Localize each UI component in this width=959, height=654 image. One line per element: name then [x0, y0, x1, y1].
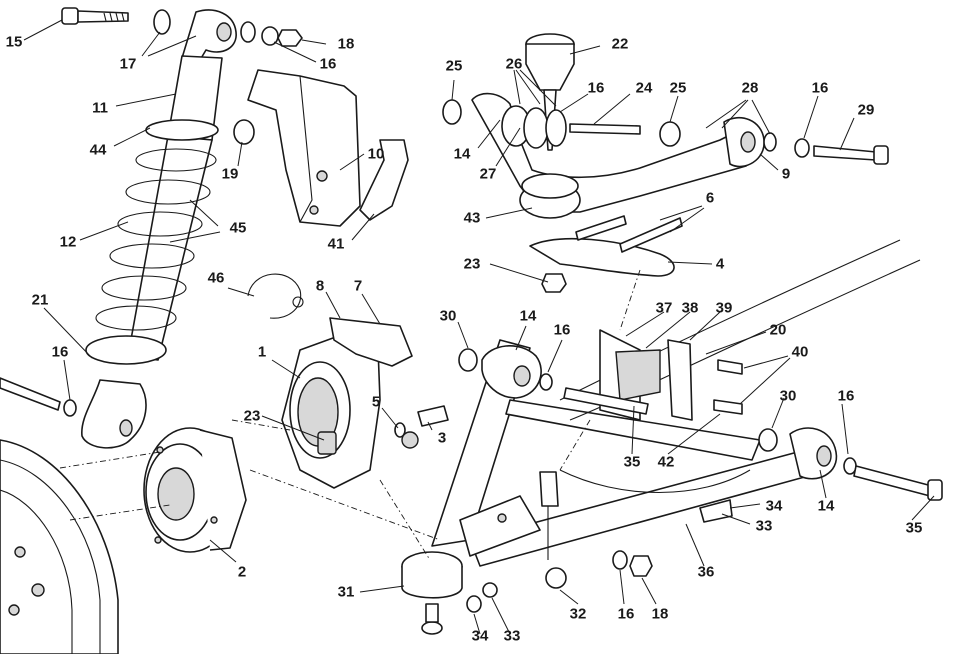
callout-14c: 14 [817, 497, 835, 515]
callout-32: 32 [569, 605, 587, 623]
callout-45: 45 [229, 219, 247, 237]
callout-41: 41 [327, 235, 345, 253]
callout-11: 11 [92, 99, 108, 117]
centre-lines [59, 269, 641, 561]
callout-25b: 25 [669, 79, 687, 97]
callout-6: 6 [705, 189, 715, 207]
callout-25: 25 [445, 57, 463, 75]
callout-19: 19 [221, 165, 239, 183]
shock-top-hardware [153, 9, 303, 47]
callout-15: 15 [5, 33, 23, 51]
callout-33b: 33 [503, 627, 521, 645]
drop-link [466, 471, 733, 613]
callout-9: 9 [781, 165, 791, 183]
callout-2: 2 [237, 563, 247, 581]
callout-40: 40 [791, 343, 809, 361]
callout-24: 24 [635, 79, 653, 97]
callout-22: 22 [611, 35, 629, 53]
callout-30b: 30 [779, 387, 797, 405]
callout-8: 8 [315, 277, 325, 295]
wheel-hub [143, 427, 247, 553]
callout-14b: 14 [519, 307, 537, 325]
callout-17: 17 [119, 55, 137, 73]
shock-bracket [233, 69, 409, 227]
bolt-15 [61, 7, 129, 25]
callout-12: 12 [59, 233, 77, 251]
callout-46: 46 [207, 269, 225, 287]
upper-wishbone [442, 33, 765, 219]
callout-16g: 16 [617, 605, 635, 623]
callout-16c: 16 [587, 79, 605, 97]
callout-16b: 16 [51, 343, 69, 361]
callout-26: 26 [505, 55, 523, 73]
callout-43: 43 [463, 209, 481, 227]
callout-21: 21 [31, 291, 49, 309]
anti-roll-bar [559, 239, 921, 493]
callout-20: 20 [769, 321, 787, 339]
callout-30: 30 [439, 307, 457, 325]
callout-35b: 35 [905, 519, 923, 537]
upright [281, 317, 449, 489]
callout-35: 35 [623, 453, 641, 471]
callout-44: 44 [89, 141, 107, 159]
callout-16e: 16 [553, 321, 571, 339]
callout-33: 33 [755, 517, 773, 535]
coil-spring [85, 119, 219, 365]
callout-27: 27 [479, 165, 497, 183]
callout-14: 14 [453, 145, 471, 163]
callout-29: 29 [857, 101, 875, 119]
bolt-29 [763, 132, 889, 165]
callout-16: 16 [319, 55, 337, 73]
shock-absorber [81, 9, 237, 449]
bolt-35 [458, 348, 943, 501]
callout-16d: 16 [811, 79, 829, 97]
callout-18b: 18 [651, 605, 669, 623]
wire-clip [247, 273, 304, 319]
callout-18: 18 [337, 35, 355, 53]
callout-10: 10 [367, 145, 385, 163]
callout-1: 1 [257, 343, 267, 361]
callout-16f: 16 [837, 387, 855, 405]
brake-disc [0, 439, 119, 654]
callout-34b: 34 [471, 627, 489, 645]
callout-38: 38 [681, 299, 699, 317]
lower-shock-bolt [0, 377, 77, 417]
callout-7: 7 [353, 277, 363, 295]
callout-28: 28 [741, 79, 759, 97]
callout-42: 42 [657, 453, 675, 471]
callout-4: 4 [715, 255, 725, 273]
callout-36: 36 [697, 563, 715, 581]
callout-37: 37 [655, 299, 673, 317]
callout-31: 31 [337, 583, 355, 601]
callout-23b: 23 [243, 407, 261, 425]
callout-5: 5 [371, 393, 381, 411]
leader-lines [23, 19, 935, 635]
callout-23: 23 [463, 255, 481, 273]
callout-34: 34 [765, 497, 783, 515]
steering-arm [529, 215, 683, 293]
callout-3: 3 [437, 429, 447, 447]
callout-39: 39 [715, 299, 733, 317]
